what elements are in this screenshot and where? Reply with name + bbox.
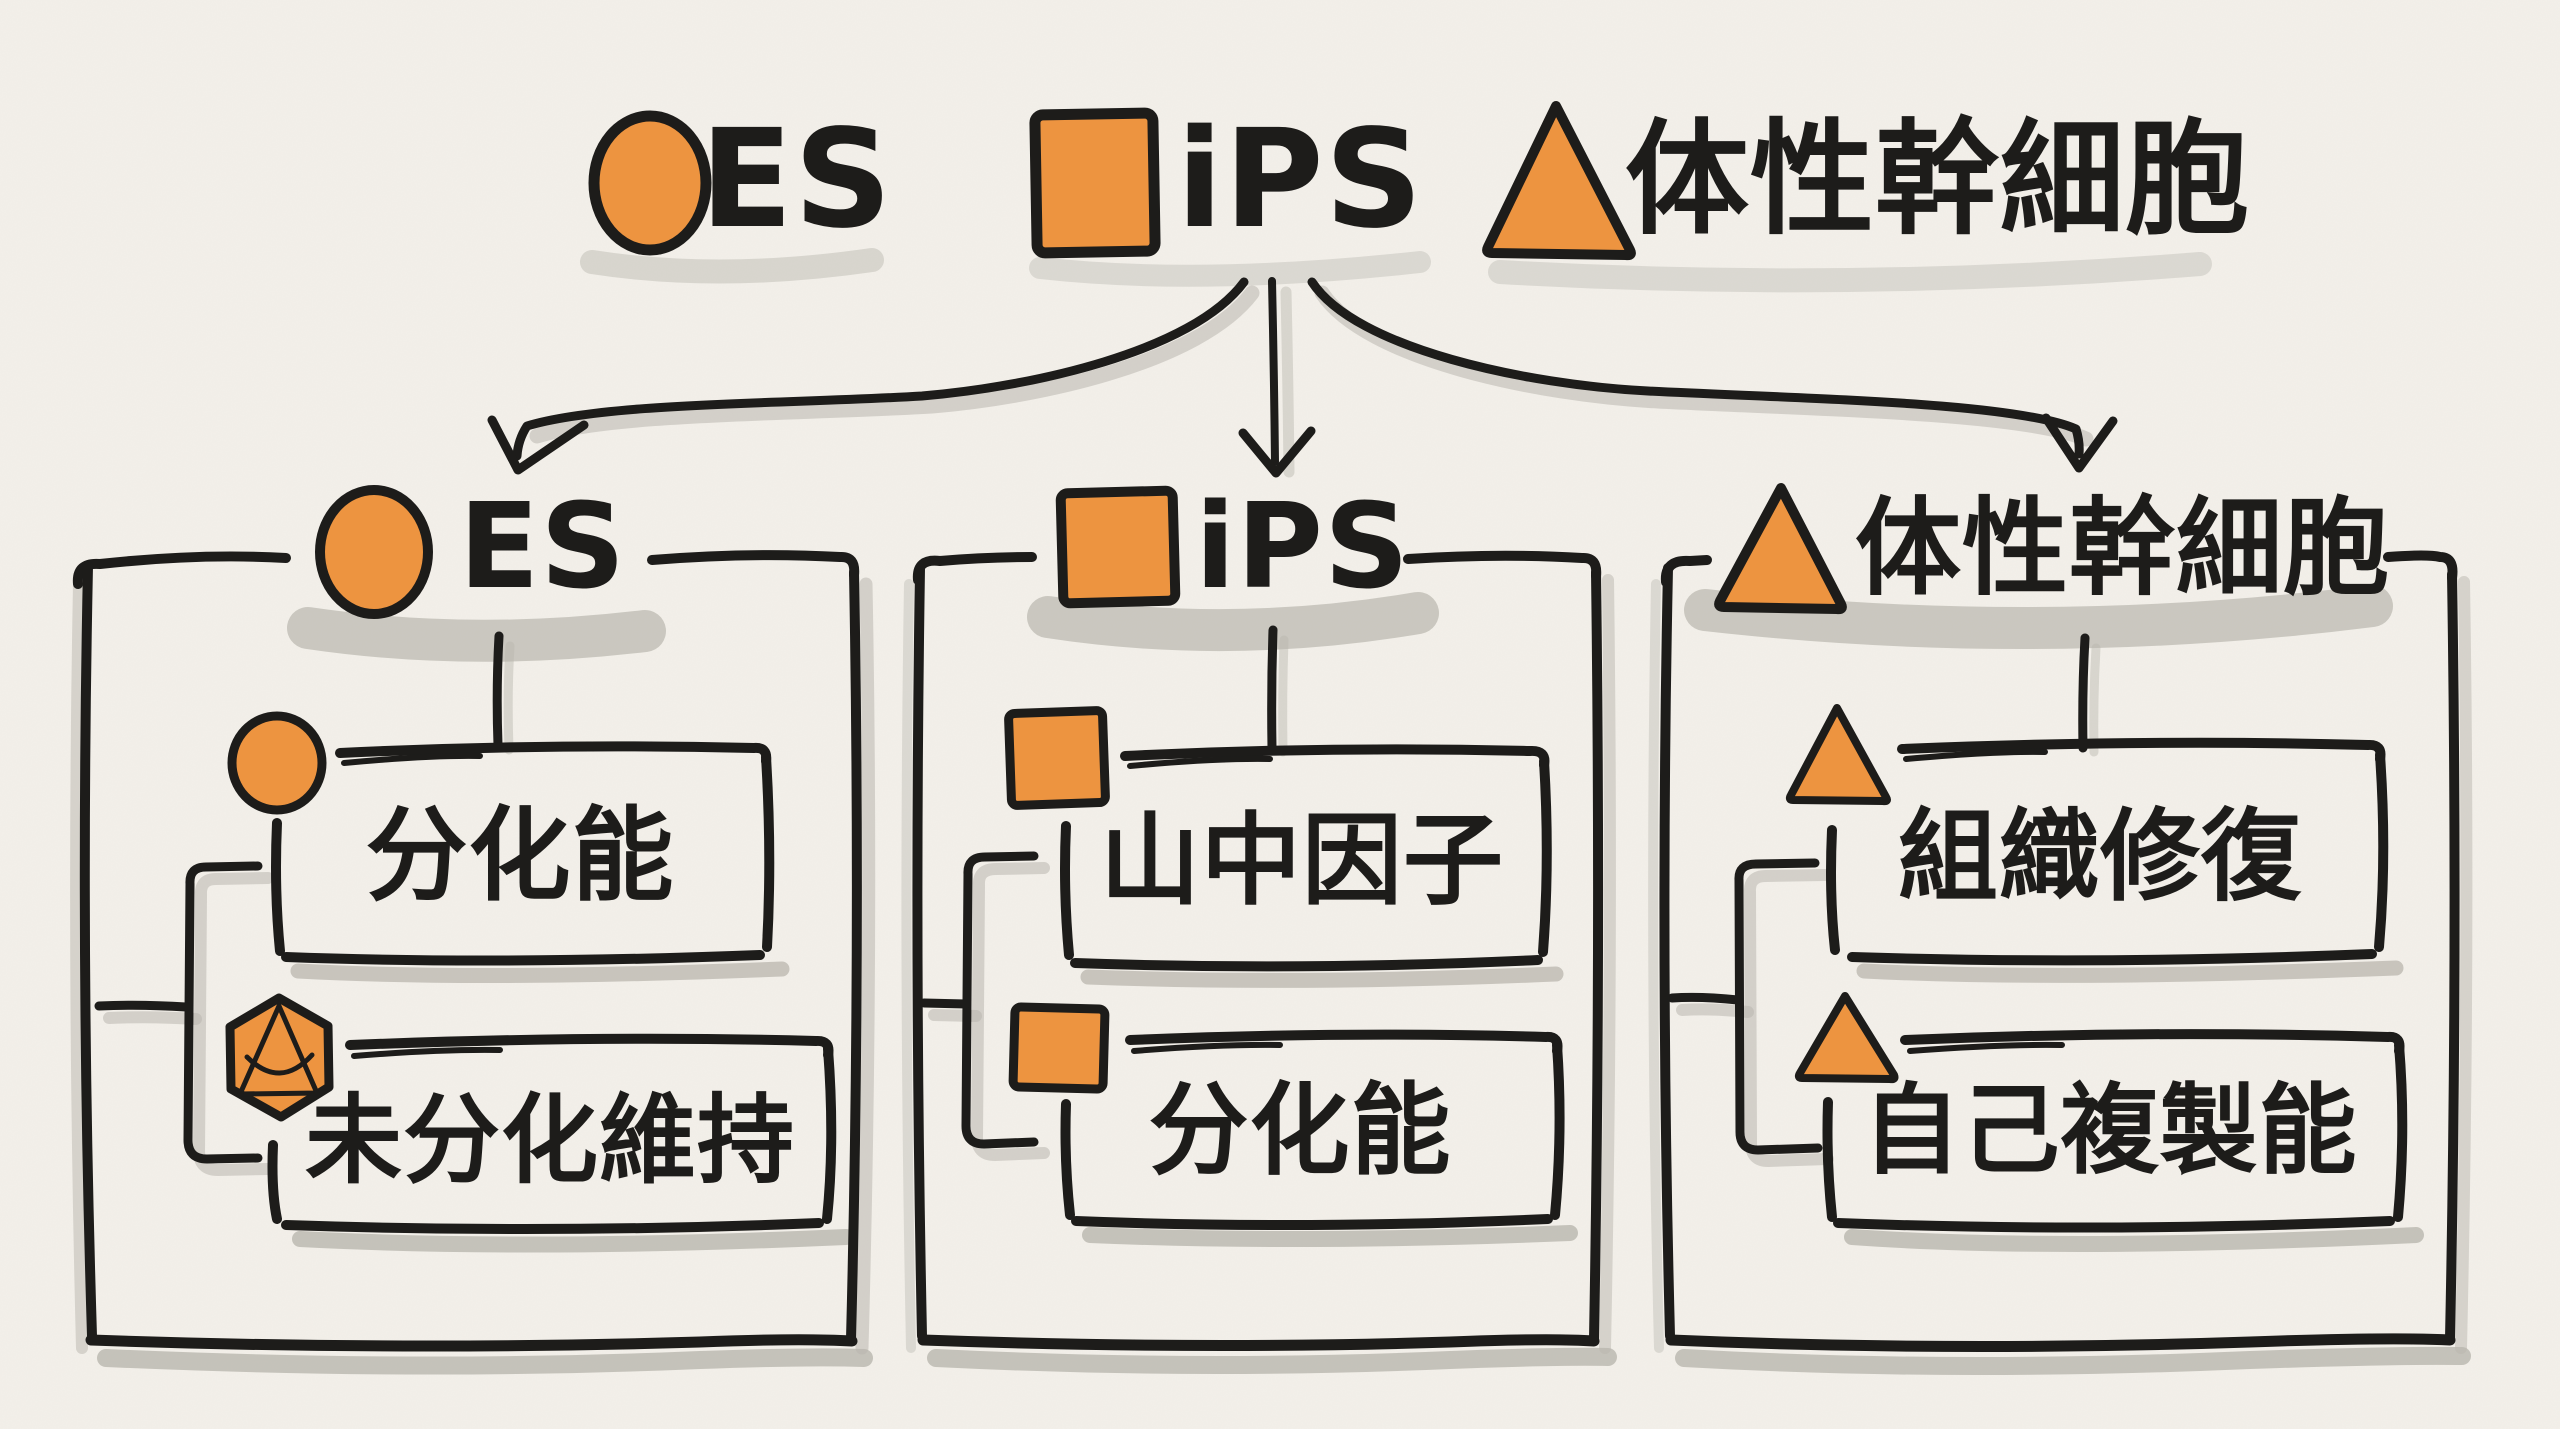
arrowhead-icon: [2041, 413, 2118, 473]
ink-strokes: [72, 101, 2460, 1353]
arrowhead-icon: [487, 415, 589, 475]
circle-icon: [588, 110, 712, 256]
legend-label-ips: iPS: [1176, 101, 1424, 259]
feature-label: 山中因子: [1100, 802, 1504, 919]
triangle-icon: [1785, 704, 1891, 806]
branch-arrow-middle: [1238, 277, 1316, 478]
feature-bracket: [1734, 858, 1823, 1155]
arrowhead-icon: [1238, 426, 1316, 478]
feature-label: 組織修復: [1898, 798, 2302, 915]
square-icon: [1029, 107, 1161, 259]
circle-icon: [227, 711, 327, 815]
feature-label: 分化能: [1148, 1072, 1452, 1189]
legend-label-somatic: 体性幹細胞: [1625, 108, 2251, 252]
triangle-icon: [1794, 992, 1899, 1084]
feature-label: 分化能: [365, 797, 675, 916]
shadow-strokes: [70, 248, 2473, 1376]
square-icon: [1004, 706, 1110, 810]
legend-label-es: ES: [700, 101, 893, 259]
group-somatic-title: 体性幹細胞: [1855, 487, 2390, 610]
group-somatic-box: [1659, 550, 2460, 1353]
header-connector: [2078, 633, 2090, 753]
feature-label: 自己複製能: [1862, 1074, 2358, 1188]
circle-icon: [315, 485, 433, 619]
triangle-icon: [1482, 101, 1636, 261]
hexagon-icon: [225, 993, 334, 1122]
feature-label: 未分化維持: [305, 1084, 795, 1197]
square-icon: [1008, 1002, 1110, 1094]
group-ips-title: iPS: [1195, 477, 1410, 615]
feature-bracket: [183, 861, 263, 1164]
group-ips-box: [912, 550, 1604, 1352]
triangle-icon: [1714, 483, 1847, 615]
square-icon: [1055, 485, 1181, 609]
header-connector: [1267, 625, 1278, 753]
group-es-title: ES: [458, 477, 627, 615]
branch-arrow-right: [1307, 277, 2118, 473]
group-es-box: [72, 550, 862, 1352]
branch-arrow-left: [487, 277, 1249, 475]
header-connector: [492, 631, 504, 750]
